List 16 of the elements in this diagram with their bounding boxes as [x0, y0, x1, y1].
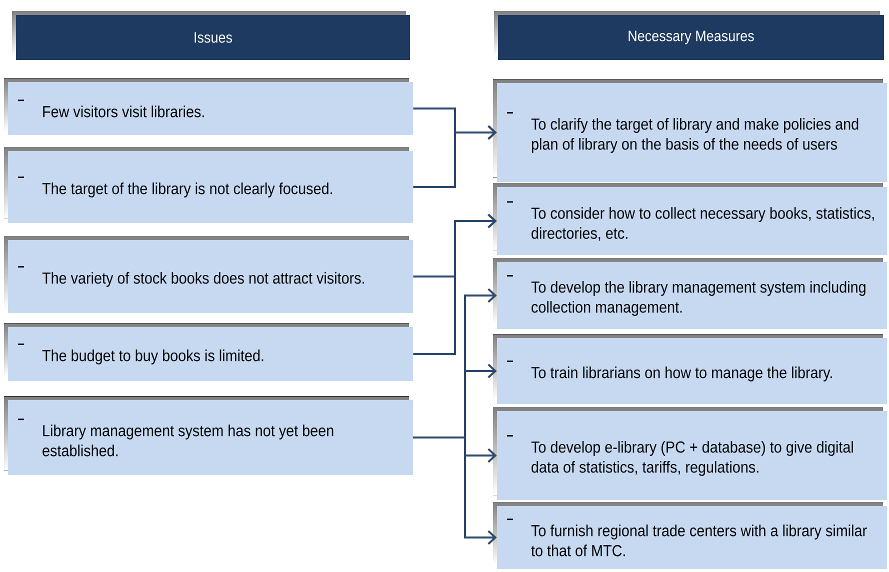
text-box: To develop the library management system including collection management. [493, 258, 887, 329]
connector-arrow [413, 125, 497, 188]
text-box: Few visitors visit libraries. [4, 78, 413, 135]
text-box: To train librarians on how to manage the library. [493, 334, 887, 404]
text-box: Library management system has not yet been established. [4, 396, 413, 475]
text-box: To clarify the target of library and make policies and plan of library on the basis of the needs of users [493, 79, 887, 182]
text-box: To consider how to collect necessary books, statistics, directories, etc. [493, 183, 887, 255]
text-box: To develop e-library (PC + database) to give digital data of statistics, tariffs, regulations. [493, 407, 887, 500]
column-header: Issues [12, 11, 410, 60]
column-header: Necessary Measures [494, 11, 884, 60]
text-box: The target of the library is not clearly focused. [4, 147, 413, 223]
text-box: The budget to buy books is limited. [4, 323, 413, 381]
connector-arrow [413, 436, 497, 545]
text-box: To furnish regional trade centers with a library similar to that of MTC. [493, 502, 887, 569]
text-box: The variety of stock books does not attract visitors. [4, 236, 413, 313]
connector-arrow [413, 214, 497, 355]
